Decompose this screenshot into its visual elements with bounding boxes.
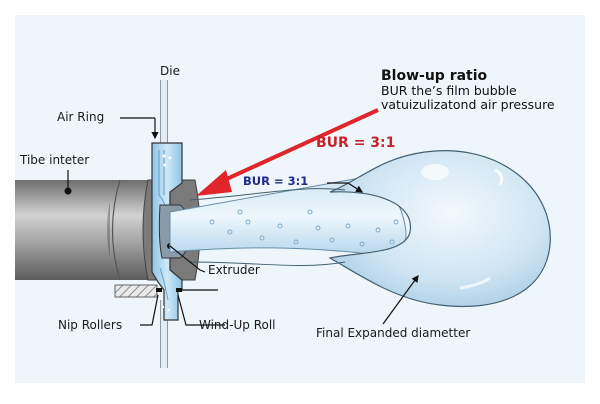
nip-roller-point (156, 288, 162, 292)
label-wind-up-roll: Wind-Up Roll (199, 318, 276, 332)
wind-up-point (176, 288, 182, 292)
tube-point (64, 187, 72, 195)
label-final-diameter: Final Expanded diametter (316, 326, 471, 340)
film-jet (169, 177, 407, 257)
air-bubbles (209, 209, 399, 247)
label-air-ring: Air Ring (57, 110, 105, 124)
blow-up-ratio-description: BUR the’s film bubble vatuizulizatond ai… (381, 83, 555, 112)
bur-main-label: BUR = 3:1 (316, 135, 396, 151)
leader-lines (67, 117, 419, 326)
bur-arrow (196, 108, 379, 196)
bur-small-label: BUR = 3:1 (243, 174, 309, 188)
label-die: Die (160, 64, 180, 78)
label-tube: Tibe inteter (20, 153, 90, 167)
label-nip-rollers: Nip Rollers (58, 318, 123, 332)
base-plate (114, 284, 158, 298)
blow-up-ratio-title: Blow-up ratio (381, 68, 488, 84)
label-extruder: Extruder (208, 263, 260, 277)
film-bubble (328, 150, 551, 308)
die-tube (160, 80, 168, 368)
